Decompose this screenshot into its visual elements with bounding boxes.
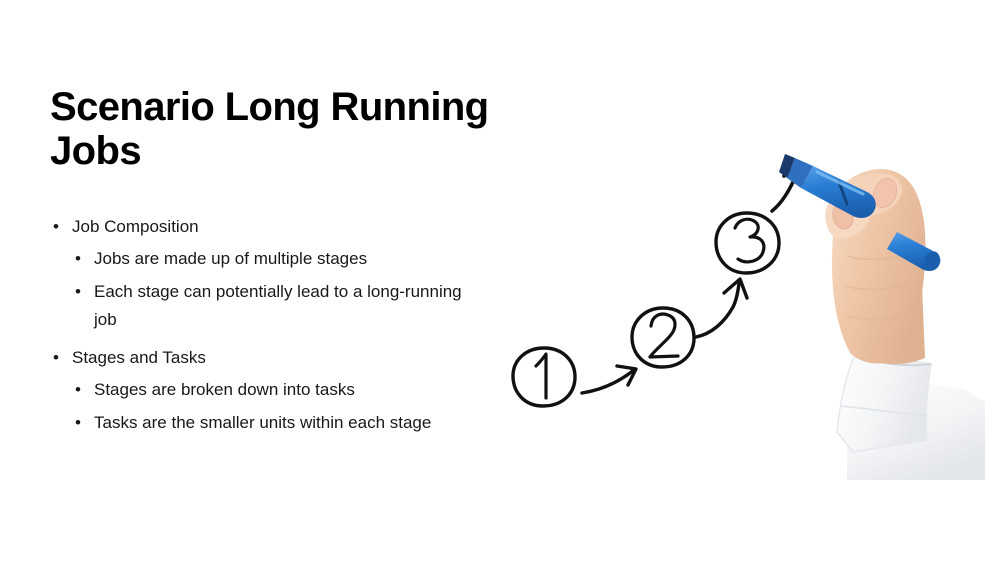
bullet-dot-icon: •: [75, 380, 81, 399]
bullet-group: • Stages and Tasks • Stages are broken d…: [50, 344, 480, 437]
arrow-1-to-2-icon: [580, 364, 638, 395]
page-title: Scenario Long Running Jobs: [50, 84, 489, 173]
sub-bullet-item: • Each stage can potentially lead to a l…: [74, 278, 480, 334]
sub-bullet-label: Tasks are the smaller units within each …: [94, 413, 432, 432]
step-circle-3: [714, 211, 781, 275]
bullet-heading-stages-and-tasks: • Stages and Tasks: [50, 344, 480, 372]
sub-bullet-list: • Jobs are made up of multiple stages • …: [50, 245, 480, 334]
blue-marker-icon: [779, 154, 941, 272]
bullet-dot-icon: •: [53, 217, 59, 236]
hand-drawing-illustration: [495, 140, 985, 480]
arrow-2-to-3-icon: [694, 277, 749, 339]
sub-bullet-item: • Stages are broken down into tasks: [74, 376, 480, 404]
bullet-dot-icon: •: [53, 348, 59, 367]
bullet-heading-label: Stages and Tasks: [72, 348, 206, 367]
sub-bullet-list: • Stages are broken down into tasks • Ta…: [50, 376, 480, 437]
bullet-heading-label: Job Composition: [72, 217, 199, 236]
step-circle-1: [511, 346, 577, 408]
bullet-heading-job-composition: • Job Composition: [50, 213, 480, 241]
sub-bullet-label: Jobs are made up of multiple stages: [94, 249, 368, 268]
sub-bullet-label: Stages are broken down into tasks: [94, 380, 355, 399]
sub-bullet-label: Each stage can potentially lead to a lon…: [94, 282, 462, 329]
bullet-dot-icon: •: [75, 413, 81, 432]
step-circle-2: [630, 306, 696, 369]
bullet-group: • Job Composition • Jobs are made up of …: [50, 213, 480, 334]
sub-bullet-item: • Tasks are the smaller units within eac…: [74, 409, 480, 437]
shirt-cuff: [836, 351, 932, 453]
sub-bullet-item: • Jobs are made up of multiple stages: [74, 245, 480, 273]
bullet-list: • Job Composition • Jobs are made up of …: [50, 213, 480, 437]
bullet-dot-icon: •: [75, 282, 81, 301]
bullet-dot-icon: •: [75, 249, 81, 268]
